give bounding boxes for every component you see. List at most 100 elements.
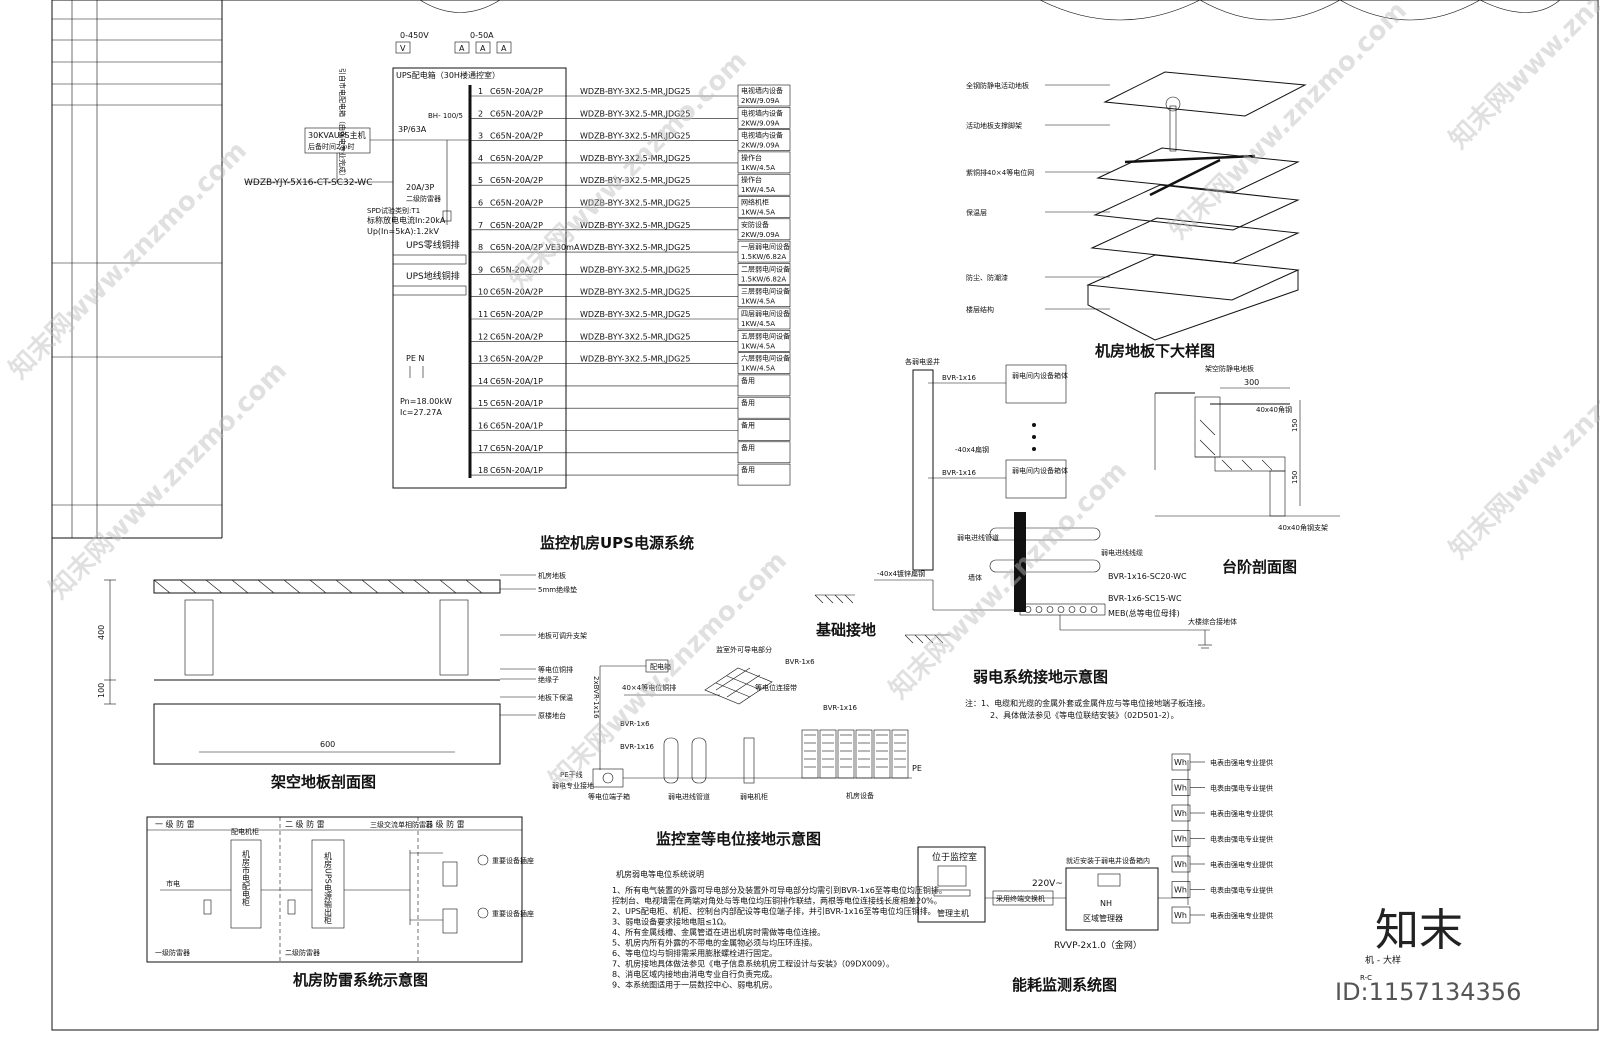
circuit-cable: WDZB-BYY-3X2.5-MR,JDG25 <box>580 288 690 297</box>
circuit-breaker: C65N-20A/2P <box>490 109 543 118</box>
lightning-box1-top: 配电机柜 <box>231 827 259 836</box>
raised-floor-section: 400 100 600 机房地板5mm绝缘垫地板可调升支架等电位铜排绝缘子地板下… <box>97 571 587 791</box>
load-box <box>737 129 791 151</box>
load-box <box>737 329 791 352</box>
circuit-breaker: C65N-20A/1P <box>490 377 543 386</box>
load-name: 操作台 <box>741 175 762 184</box>
meb-hole <box>1090 606 1098 613</box>
line-cable-label: 弱电进线线缆 <box>1101 548 1143 557</box>
bvr-2: BVR-1x16 <box>942 469 977 477</box>
circuit-no: 8 <box>478 243 483 252</box>
circuit-cable: WDZB-BYY-3X2.5-MR,JDG25 <box>580 265 690 274</box>
circuit-breaker: C65N-20A/2P <box>490 310 543 319</box>
cabinet-2-label: 弱电间内设备箱体 <box>1012 466 1068 475</box>
cable-c2: BVR-1x6-SC15-WC <box>1108 594 1182 603</box>
shaft-column <box>912 369 934 571</box>
raised-label: 地板可调升支架 <box>538 631 587 640</box>
step-section-title: 台阶剖面图 <box>1222 558 1297 576</box>
foundation-ground-title: 基础接地 <box>815 621 876 639</box>
computer-icon <box>937 865 967 887</box>
ic-value: Ic=27.27A <box>400 408 442 417</box>
raised-label: 5mm绝缘垫 <box>538 585 577 594</box>
rev-text: R-C <box>1360 974 1372 982</box>
source-note: 引自市电配电箱（由强电专业完成） <box>338 68 347 180</box>
circuit-cable: WDZB-BYY-3X2.5-MR,JDG25 <box>580 176 690 185</box>
main-breaker: 3P/63A <box>398 125 427 134</box>
main-cable: WDZB-YJY-5X16-CT-SC32-WC <box>244 178 373 188</box>
load-box <box>737 285 791 308</box>
load-power: 1.5KW/6.82A <box>741 253 786 261</box>
circuit-cable: WDZB-BYY-3X2.5-MR,JDG25 <box>580 332 690 341</box>
circuit-no: 14 <box>478 377 488 386</box>
circuit-no: 10 <box>478 288 488 297</box>
load-box <box>737 240 791 263</box>
wh-label: Wh <box>1174 886 1187 895</box>
note-line: 6、等电位均与铜排需采用膨胀螺栓进行固定。 <box>612 948 777 958</box>
voltmeter-box <box>395 41 411 54</box>
load-box <box>737 196 791 218</box>
meb-hole <box>1035 606 1043 613</box>
load-name: 三层弱电间设备 <box>741 287 790 296</box>
main-flat-label: -40x4镀锌扁钢 <box>877 569 925 578</box>
step-dim-150b: 150 <box>1291 471 1299 484</box>
step-label-angle: 40x40角钢 <box>1256 405 1292 414</box>
server-rack <box>891 729 909 779</box>
manager-label: 区域管理器 <box>1083 913 1123 923</box>
energy-title: 能耗监测系统图 <box>1012 976 1117 994</box>
ammeter-label-1: A <box>459 44 465 53</box>
earth-label: 大楼综合接地体 <box>1188 617 1237 626</box>
circuit-cable: WDZB-BYY-3X2.5-MR,JDG25 <box>580 355 690 364</box>
sheet-border <box>51 0 1599 1031</box>
voltmeter-label: V <box>400 44 406 53</box>
ups-main-unit-box <box>304 127 371 154</box>
meb-hole <box>1046 606 1054 613</box>
load-power: 1.5KW/6.82A <box>741 275 786 283</box>
floor3d-label: 活动地板支撑脚架 <box>966 121 1022 130</box>
spd-line3: Up(In=5kA):1.2kV <box>367 227 440 236</box>
circuit-cable: WDZB-BYY-3X2.5-MR,JDG25 <box>580 310 690 319</box>
lightning-h3: 三 级 防 雷 <box>425 819 465 829</box>
ups-bus-pe: UPS地线铜排 <box>406 270 460 282</box>
raised-label: 等电位铜排 <box>538 665 573 674</box>
circuit-breaker: C65N-20A/2P <box>490 87 543 96</box>
pn-value: Pn=18.00kW <box>400 397 452 406</box>
corner-text: 机 - 大样 <box>1365 954 1401 966</box>
equi-label-weak: 弱电专业接地 <box>552 781 594 790</box>
equi-label-outer: 监室外可导电部分 <box>716 645 772 654</box>
revision-cloud <box>419 0 1561 21</box>
circuit-breaker: C65N-20A/2P <box>490 221 543 230</box>
equi-label-bar: 40×4等电位铜排 <box>622 683 676 692</box>
shaft-label: 各弱电竖井 <box>905 357 940 366</box>
step-upper <box>1194 396 1221 458</box>
server-rack <box>855 729 873 779</box>
equi-label-cabinet: 弱电机柜 <box>740 792 768 801</box>
ups-bus-n: UPS零线铜排 <box>406 239 460 251</box>
note-line: 9、本系统图适用于一层数控中心、弱电机房。 <box>612 980 777 990</box>
lightning-box1 <box>230 839 262 929</box>
equi-label-pe: PE <box>912 764 922 773</box>
notes-title: 机房弱电等电位系统说明 <box>616 869 704 879</box>
watermark-text: 知末网www.znzmo.com <box>4 136 253 385</box>
circuit-no: 16 <box>478 422 488 431</box>
energy-note: 就近安装于弱电井设备箱内 <box>1066 856 1150 865</box>
load-name: 备用 <box>741 376 755 385</box>
spd-note: 二级防雷器 <box>406 194 441 203</box>
floor-3d-title: 机房地板下大样图 <box>1095 342 1215 360</box>
cabinet-1-label: 弱电间内设备箱体 <box>1012 371 1068 380</box>
circuit-no: 12 <box>478 332 488 341</box>
wh-label: Wh <box>1174 758 1187 767</box>
structure-slab <box>153 703 501 765</box>
load-name: 操作台 <box>741 153 762 162</box>
load-power: 1KW/4.5A <box>741 298 775 306</box>
watermark-text: 知末网www.znzmo.com <box>544 546 793 795</box>
watermark-text: 知末网www.znzmo.com <box>504 46 753 295</box>
circuit-no: 9 <box>478 265 483 274</box>
load-power: 1KW/4.5A <box>741 365 775 373</box>
flat-steel: -40x4扁钢 <box>955 445 989 454</box>
load-name: 备用 <box>741 398 755 407</box>
wh-label: Wh <box>1174 835 1187 844</box>
dim-100: 100 <box>97 683 106 698</box>
weak-ground-note-1: 注：1、电缆和光缆的金属外套或金属件应与等电位接地端子板连接。 <box>965 698 1210 708</box>
load-box <box>737 84 791 107</box>
